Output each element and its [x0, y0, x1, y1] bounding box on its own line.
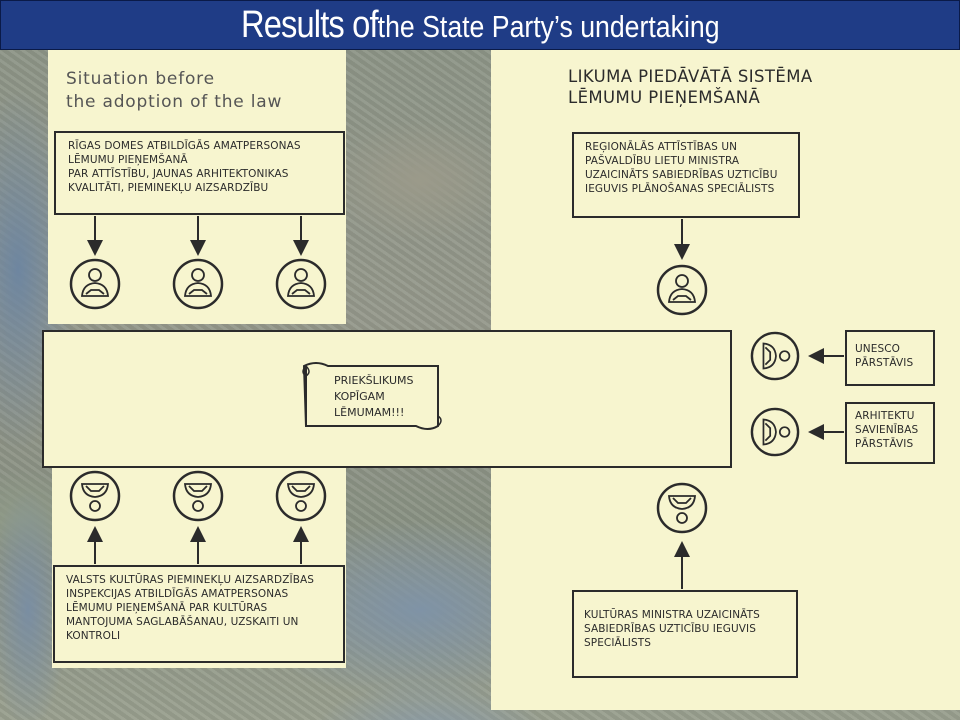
- regional-ministry-line: UZAICINĀTS SABIEDRĪBAS UZTICĪBU: [585, 169, 778, 181]
- person-icon-inverted: [69, 470, 121, 522]
- riga-council-box: RĪGAS DOMES ATBILDĪGĀS AMATPERSONAS LĒMU…: [54, 131, 345, 215]
- proposed-system-heading: LIKUMA PIEDĀVĀTĀ SISTĒMA LĒMUMU PIEŅEMŠA…: [568, 66, 813, 108]
- scroll-line: PRIEKŠLIKUMS: [334, 374, 414, 387]
- riga-council-line: PAR ATTĪSTĪBU, JAUNAS ARHITEKTONIKAS: [68, 168, 289, 180]
- situation-line-2: the adoption of the law: [66, 92, 283, 112]
- scroll-icon: [302, 362, 442, 430]
- person-icon: [69, 258, 121, 310]
- person-icon-inverted: [656, 482, 708, 534]
- person-icon: [656, 264, 708, 316]
- situation-line-1: Situation before: [66, 69, 215, 89]
- unesco-box: UNESCO PĀRSTĀVIS: [845, 330, 935, 386]
- scroll-line: LĒMUMAM!!!: [334, 406, 405, 419]
- culture-ministry-line: SPECIĀLISTS: [584, 637, 652, 649]
- regional-ministry-line: PAŠVALDĪBU LIETU MINISTRA: [585, 155, 740, 167]
- inspection-line: KONTROLI: [66, 630, 121, 642]
- page-title: Results of the State Party’s undertaking: [241, 5, 720, 47]
- heading-line-2: LĒMUMU PIEŅEMŠANĀ: [568, 88, 761, 107]
- scroll-text: PRIEKŠLIKUMS KOPĪGAM LĒMUMAM!!!: [334, 373, 413, 421]
- person-icon-sideways: [750, 407, 800, 457]
- person-icon: [172, 258, 224, 310]
- inspection-line: VALSTS KULTŪRAS PIEMINEKĻU AIZSARDZĪBAS: [66, 574, 315, 586]
- unesco-line: UNESCO: [855, 343, 901, 355]
- situation-label: Situation before the adoption of the law: [66, 68, 282, 114]
- architects-line: ARHITEKTU: [855, 410, 915, 422]
- heritage-inspection-box: VALSTS KULTŪRAS PIEMINEKĻU AIZSARDZĪBAS …: [53, 565, 345, 663]
- culture-ministry-box: KULTŪRAS MINISTRA UZAICINĀTS SABIEDRĪBAS…: [572, 590, 798, 678]
- regional-ministry-box: REĢIONĀLĀS ATTĪSTĪBAS UN PAŠVALDĪBU LIET…: [572, 132, 800, 218]
- riga-council-line: KVALITĀTI, PIEMINEKĻU AIZSARDZĪBU: [68, 182, 269, 194]
- culture-ministry-line: KULTŪRAS MINISTRA UZAICINĀTS: [584, 609, 760, 621]
- culture-ministry-line: SABIEDRĪBAS UZTICĪBU IEGUVIS: [584, 623, 756, 635]
- person-icon-inverted: [172, 470, 224, 522]
- architects-union-box: ARHITEKTU SAVIENĪBAS PĀRSTĀVIS: [845, 402, 935, 464]
- regional-ministry-line: REĢIONĀLĀS ATTĪSTĪBAS UN: [585, 141, 738, 153]
- person-icon-inverted: [275, 470, 327, 522]
- title-part-1: Results of: [240, 4, 379, 46]
- title-part-2: the State Party’s undertaking: [377, 9, 720, 44]
- riga-council-line: LĒMUMU PIEŅEMŠANĀ: [68, 154, 188, 166]
- person-icon-sideways: [750, 331, 800, 381]
- unesco-line: PĀRSTĀVIS: [855, 357, 914, 369]
- scroll-line: KOPĪGAM: [334, 390, 385, 403]
- architects-line: PĀRSTĀVIS: [855, 438, 914, 450]
- architects-line: SAVIENĪBAS: [855, 424, 919, 436]
- inspection-line: INSPEKCIJAS ATBILDĪGĀS AMATPERSONAS: [66, 588, 289, 600]
- heading-line-1: LIKUMA PIEDĀVĀTĀ SISTĒMA: [568, 67, 813, 86]
- inspection-line: MANTOJUMA SAGLABĀŠANAU, UZSKAITI UN: [66, 616, 299, 628]
- regional-ministry-line: IEGUVIS PLĀNOŠANAS SPECIĀLISTS: [585, 183, 775, 195]
- riga-council-line: RĪGAS DOMES ATBILDĪGĀS AMATPERSONAS: [68, 140, 301, 152]
- title-bar: Results of the State Party’s undertaking: [0, 0, 960, 50]
- person-icon: [275, 258, 327, 310]
- inspection-line: LĒMUMU PIEŅEMŠANĀ PAR KULTŪRAS: [66, 602, 268, 614]
